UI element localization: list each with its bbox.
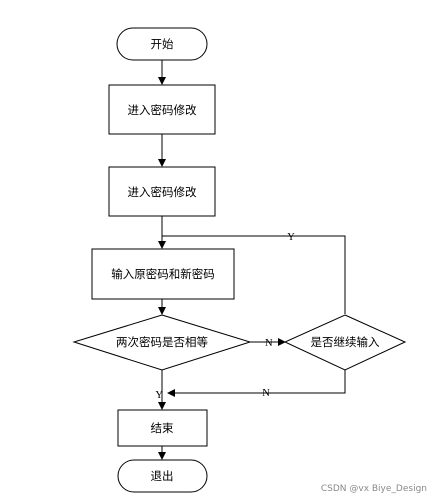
edge-continue-no [167, 370, 346, 397]
step2-label: 进入密码修改 [128, 185, 197, 199]
input-label: 输入原密码和新密码 [111, 267, 215, 281]
edge-label-equal-no: N [265, 338, 273, 349]
step2-box [108, 166, 216, 217]
decision-continue-label: 是否继续输入 [311, 335, 380, 349]
edge-continue-yes-loop [162, 235, 346, 314]
start-label: 开始 [151, 37, 174, 51]
step1-box [108, 84, 216, 135]
edge-label-equal-yes: Y [155, 390, 163, 401]
decision-continue-diamond [283, 314, 407, 371]
watermark-text: CSDN @vx Biye_Design [320, 484, 427, 494]
end-step-box [117, 409, 208, 447]
step1-label: 进入密码修改 [128, 103, 197, 117]
edge-label-continue-yes: Y [287, 232, 295, 243]
input-box [91, 248, 235, 300]
exit-label: 退出 [151, 469, 174, 483]
edge-label-continue-no: N [262, 388, 270, 399]
exit-terminator [117, 459, 208, 493]
decision-equal-label: 两次密码是否相等 [116, 335, 208, 349]
end-step-label: 结束 [151, 421, 174, 435]
start-terminator [116, 27, 208, 61]
decision-equal-diamond [72, 314, 252, 371]
